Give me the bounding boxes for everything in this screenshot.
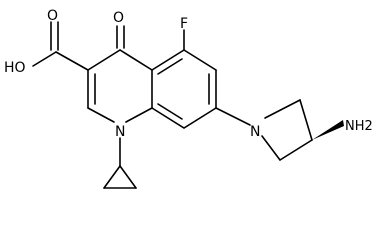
bond-cyclopropyl-right [119,165,137,189]
bond-c4a-c5-inner [157,58,183,75]
atom-labels: HO O O F N N NH2 [4,8,373,140]
ketone-oxygen-label: O [113,10,124,26]
structure-canvas: HO O O F N N NH2 [4,8,373,189]
bond-c7-c8 [183,107,217,129]
bond-lines [32,21,313,189]
bond-pyrrolidine-c3-c4 [279,139,313,161]
bond-c4a-c5 [151,49,185,71]
wedge-bond-amine [312,120,344,140]
bond-pyrrolidine-c2-c3 [299,99,313,141]
bond-c5-c6 [183,49,217,71]
bond-c4-c4a [119,49,153,71]
bond-carboxyl-c3 [55,51,89,71]
molecule-structure: HO O O F N N NH2 [4,8,373,189]
bond-c2-n1 [87,107,115,123]
carboxyl-oxygen-label: O [47,8,58,24]
bond-c8-c8a [151,107,185,129]
pyrrolidine-nitrogen-label: N [250,124,260,140]
bond-c3-c4 [87,49,121,71]
bond-c-oh [32,51,57,67]
bond-pyrrolidine-c4-n [261,135,281,161]
bond-pyrrolidine-n-c2 [264,99,301,119]
fluorine-label: F [180,16,188,32]
bond-n1-c8a [125,107,153,123]
bond-cyclopropyl-left [103,165,121,189]
bond-c7-pyrrolidine-n [215,107,251,126]
amine-label: NH2 [345,119,373,134]
ring-nitrogen-label: N [115,124,125,140]
hydroxyl-label: HO [4,60,26,76]
bond-c8-c8a-inner [157,103,183,120]
